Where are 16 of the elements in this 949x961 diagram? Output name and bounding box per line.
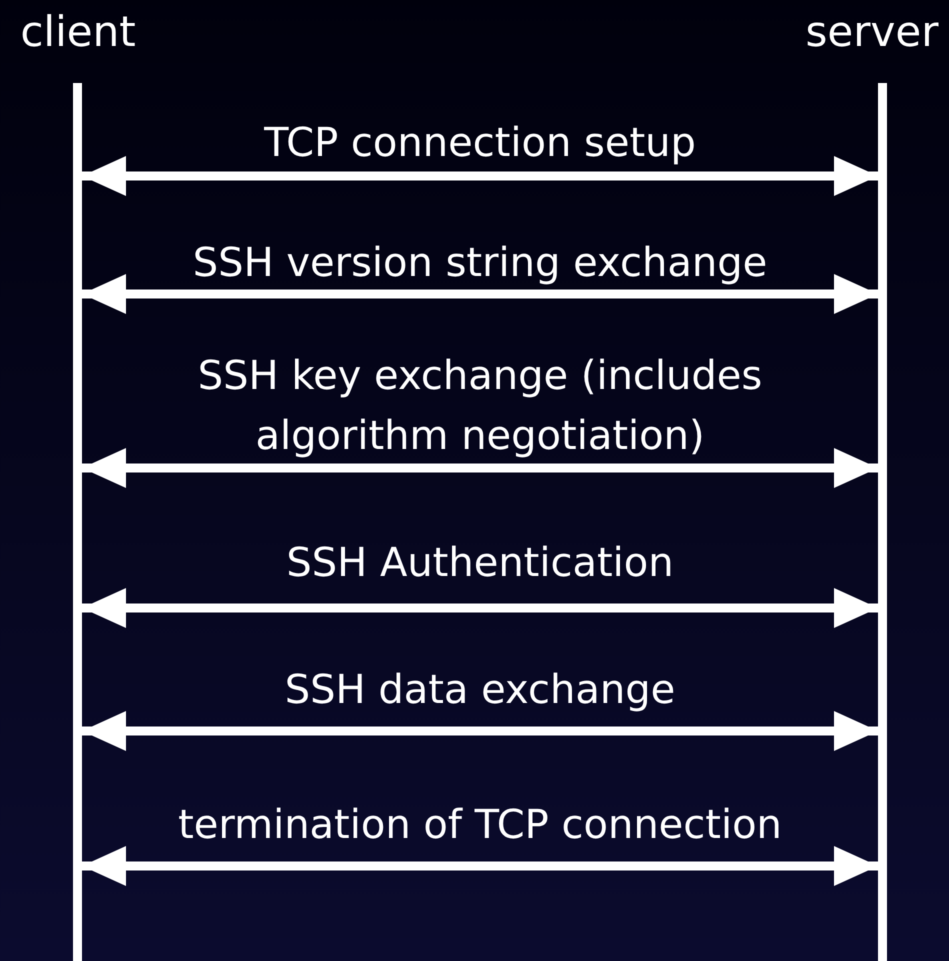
edge-label: SSH key exchange (includes algorithm negotiation) — [196, 352, 764, 461]
edge-label: SSH data exchange — [284, 666, 676, 715]
edge-label: termination of TCP connection — [177, 801, 783, 850]
double-arrow — [82, 156, 878, 196]
edge-label: SSH version string exchange — [192, 239, 768, 288]
lifeline — [878, 83, 887, 961]
double-arrow — [82, 588, 878, 628]
double-arrow — [82, 846, 878, 886]
edge-label: TCP connection setup — [263, 119, 697, 168]
double-arrow — [82, 711, 878, 751]
edge-label: SSH Authentication — [285, 539, 675, 588]
lifeline-title: server — [806, 8, 938, 56]
lifeline — [73, 83, 82, 961]
double-arrow — [82, 274, 878, 314]
double-arrow — [82, 448, 878, 488]
lifeline-title: client — [20, 8, 136, 56]
